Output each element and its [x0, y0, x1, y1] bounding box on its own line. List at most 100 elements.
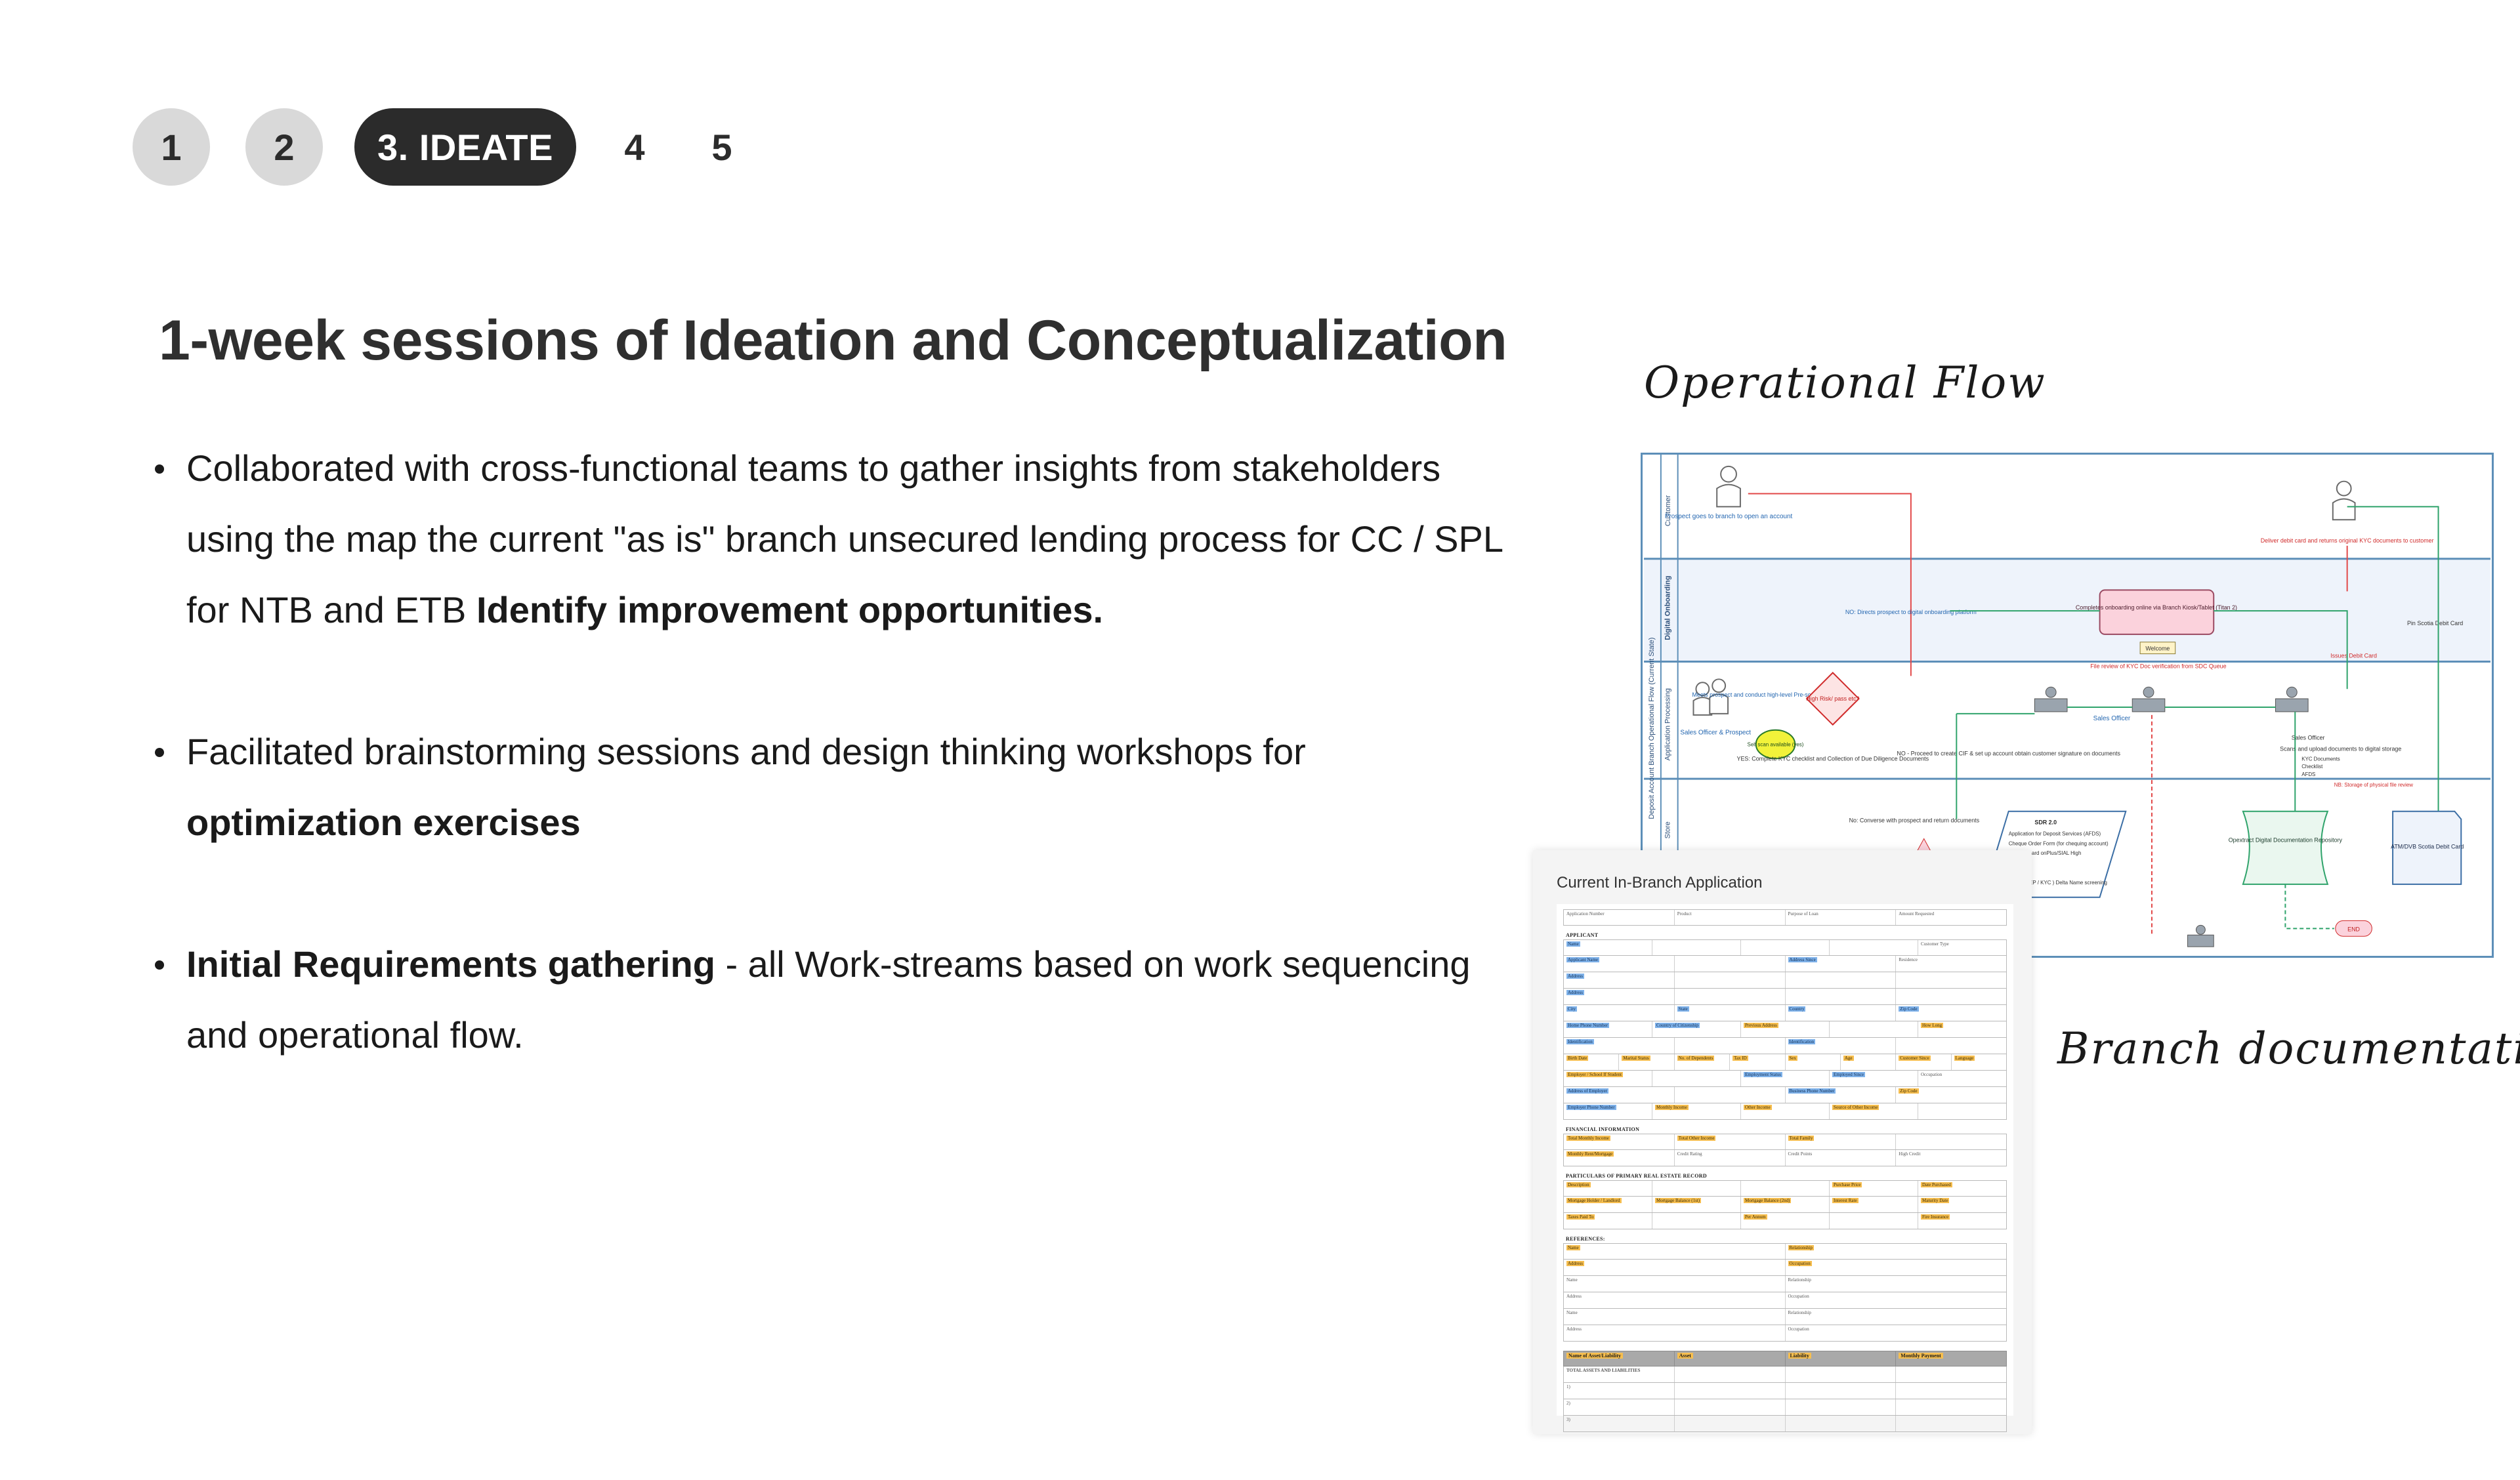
form-field: Sex	[1786, 1054, 1841, 1070]
sdr-item: e-Scotia card onPlus/SIAL High	[2009, 850, 2082, 856]
scan-item: KYC Documents	[2301, 756, 2340, 762]
form-field-label: Occupation	[1788, 1294, 1809, 1299]
form-field-label: Relationship	[1788, 1277, 1811, 1283]
doc-repo-text: Opextract Digital Documentation Reposito…	[2229, 836, 2343, 843]
bullet-bold: optimization exercises	[186, 802, 581, 843]
form-field-label: Employment Status	[1744, 1072, 1783, 1077]
form-field	[1786, 989, 1897, 1004]
asset-header-cell: Name of Asset/Liability	[1564, 1351, 1675, 1366]
welcome-screen	[2139, 642, 2176, 655]
form-row: Address	[1563, 972, 2007, 989]
form-field-label: Country of Citizenship	[1655, 1023, 1700, 1028]
form-field: Fire Insurance	[1918, 1213, 2006, 1229]
form-field	[1652, 1181, 1741, 1196]
form-field: Previous Address	[1741, 1021, 1830, 1037]
form-field: Applicant Name	[1564, 956, 1675, 972]
form-field: Mortgage Holder / Landlord	[1564, 1197, 1652, 1212]
form-field	[1896, 1416, 2006, 1431]
form-field: How Long	[1918, 1021, 2006, 1037]
form-field-label: Occupation	[1788, 1261, 1812, 1266]
self-scan-text: Self scan available (yes)	[1748, 742, 1804, 748]
form-field-label: Language	[1954, 1056, 1975, 1061]
customer-note: Prospect goes to branch to open an accou…	[1665, 513, 1793, 520]
form-section-heading: PARTICULARS OF PRIMARY REAL ESTATE RECOR…	[1566, 1173, 1707, 1179]
storage-note: NB: Storage of physical file review	[2334, 782, 2413, 788]
form-field	[1675, 1416, 1786, 1431]
form-field: Identification	[1786, 1038, 1897, 1054]
form-field: Mortgage Balance (1st)	[1652, 1197, 1741, 1212]
form-field: Address of Employer	[1564, 1087, 1675, 1103]
step-5[interactable]: 5	[711, 126, 732, 168]
form-field-label: State	[1677, 1006, 1689, 1012]
welcome-text: Welcome	[2145, 646, 2170, 652]
form-field: Age	[1841, 1054, 1897, 1070]
form-field-label: Source of Other Income	[1832, 1105, 1880, 1110]
step-3-current[interactable]: 3. IDEATE	[354, 108, 576, 186]
form-field-label: Address	[1566, 1261, 1584, 1266]
form-field: Relationship	[1786, 1276, 2007, 1292]
form-field	[1675, 1367, 1786, 1382]
form-field-label: Total Monthly Income	[1566, 1136, 1610, 1141]
form-field-label: Address	[1566, 974, 1584, 979]
form-field-label: Name	[1566, 1277, 1578, 1283]
form-row: Name Relationship	[1563, 1276, 2007, 1292]
bullet-item: Collaborated with cross-functional teams…	[148, 433, 1513, 646]
form-field	[1896, 989, 2006, 1004]
scan-item: AFDS	[2301, 771, 2315, 777]
form-field: Address	[1564, 1292, 1786, 1308]
form-field	[1741, 1181, 1830, 1196]
asset-total-label: TOTAL ASSETS AND LIABILITIES	[1564, 1367, 1675, 1382]
form-field: Name	[1564, 1309, 1786, 1325]
application-form-card: Current In-Branch Application Applicatio…	[1533, 850, 2032, 1434]
form-field: State	[1675, 1005, 1786, 1021]
operational-flow-label: Operational Flow	[1644, 358, 2046, 408]
form-field: Occupation	[1918, 1071, 2006, 1086]
form-field: Business Phone Number	[1786, 1087, 1897, 1103]
form-field	[1896, 1038, 2006, 1054]
form-field: Purpose of Loan	[1786, 910, 1897, 925]
form-field	[1675, 956, 1786, 972]
form-field	[1896, 1399, 2006, 1415]
form-field: Application Number	[1564, 910, 1675, 925]
form-field: Residence	[1896, 956, 2006, 972]
signing-desk-icon	[2187, 924, 2214, 947]
step-1[interactable]: 1	[133, 108, 210, 186]
page-title: 1-week sessions of Ideation and Conceptu…	[159, 309, 1507, 372]
asset-header-label: Monthly Payment	[1899, 1353, 1943, 1359]
bullet-text: Facilitated brainstorming sessions and d…	[186, 731, 1306, 772]
form-field: Product	[1675, 910, 1786, 925]
form-field: City	[1564, 1005, 1675, 1021]
form-field-label: Customer Since	[1899, 1056, 1931, 1061]
flow-line-green	[2347, 506, 2439, 819]
form-field-label: Address	[1566, 990, 1584, 995]
sales-officer-2-label: Sales Officer	[2292, 735, 2325, 741]
step-4[interactable]: 4	[624, 126, 645, 168]
form-field-label: Taxes Paid To	[1566, 1214, 1595, 1220]
form-field-label: Mortgage Holder / Landlord	[1566, 1198, 1622, 1203]
form-field-label: Marital Status	[1622, 1056, 1650, 1061]
blacklist-note: Blacklist ( PEP / KYC ) Delta Name scree…	[2002, 880, 2107, 886]
asset-total-row: TOTAL ASSETS AND LIABILITIES	[1563, 1367, 2007, 1383]
form-field: Language	[1952, 1054, 2006, 1070]
bullet-list: Collaborated with cross-functional teams…	[148, 433, 1520, 1071]
form-field-label: Address of Employer	[1566, 1088, 1608, 1094]
form-field-label: Other Income	[1744, 1105, 1772, 1110]
form-field	[1675, 1038, 1786, 1054]
form-field-label: Employed Since	[1832, 1072, 1866, 1077]
form-field-label: How Long	[1921, 1023, 1944, 1028]
form-field: Identification	[1564, 1038, 1675, 1054]
form-field: Address Since	[1786, 956, 1897, 972]
form-field: Credit Points	[1786, 1150, 1897, 1166]
form-field-label: Identification	[1566, 1039, 1594, 1044]
form-field: Name	[1564, 1244, 1786, 1259]
form-field: Mortgage Balance (2nd)	[1741, 1197, 1830, 1212]
step-2[interactable]: 2	[245, 108, 323, 186]
form-field-label: Monthly Rent/Mortgage	[1566, 1151, 1614, 1157]
form-field: Name	[1564, 1276, 1786, 1292]
pin-debit-note: Pin Scotia Debit Card	[2407, 620, 2463, 627]
digital-onboarding-box	[2099, 589, 2215, 635]
lane-customer-label: Customer	[1664, 495, 1672, 527]
